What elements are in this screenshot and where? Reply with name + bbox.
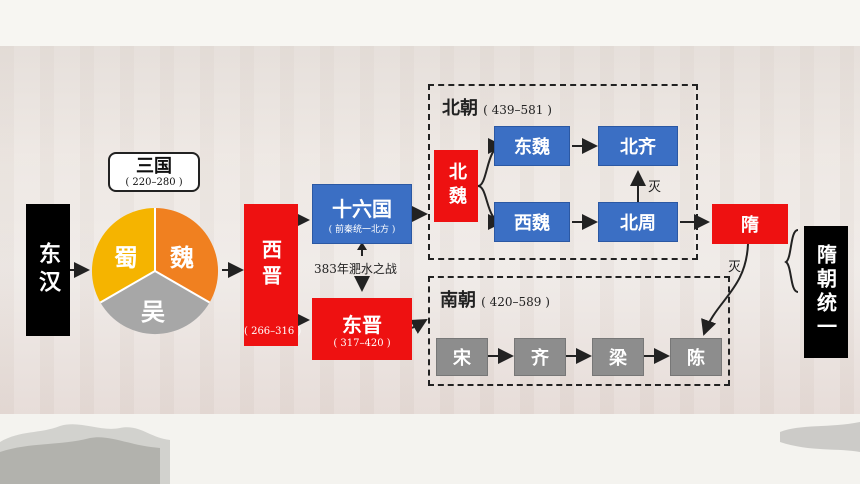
beichao-years: ( 439–581 ) xyxy=(483,103,552,117)
label-wei: 魏 xyxy=(170,243,194,272)
sanguo-pie xyxy=(91,207,219,335)
xijin-years: ( 266–316 ) xyxy=(244,326,302,337)
node-chen: 陈 xyxy=(670,338,722,376)
node-beiwei: 北魏 xyxy=(434,150,478,222)
node-beizhou: 北周 xyxy=(598,202,678,242)
beichao-label: 北朝 ( 439–581 ) xyxy=(442,94,552,120)
sanguo-title-text: 三国 xyxy=(136,155,172,177)
label-shu: 蜀 xyxy=(114,243,138,272)
shiliuguo-sub: ( 前秦统一北方 ) xyxy=(328,225,396,235)
sanguo-title: 三国 ( 220–280 ) xyxy=(108,152,200,192)
nanchao-label-text: 南朝 xyxy=(440,290,476,311)
nanchao-group xyxy=(428,276,730,386)
shiliuguo-text: 十六国 xyxy=(332,197,392,221)
beichao-group xyxy=(428,84,698,260)
node-liang: 梁 xyxy=(592,338,644,376)
label-wu: 吴 xyxy=(141,297,165,326)
mie-label-1: 灭 xyxy=(648,180,662,195)
node-shiliuguo: 十六国 ( 前秦统一北方 ) xyxy=(312,184,412,244)
dongjin-years: ( 317–420 ) xyxy=(333,338,391,349)
sanguo-years: ( 220–280 ) xyxy=(125,176,183,188)
nanchao-label: 南朝 ( 420–589 ) xyxy=(440,286,550,312)
node-beiqi: 北齐 xyxy=(598,126,678,166)
node-sui: 隋 xyxy=(712,204,788,244)
mie-label-2: 灭 xyxy=(728,260,742,275)
node-song: 宋 xyxy=(436,338,488,376)
pie-slice-wei xyxy=(155,207,219,303)
pie-slice-shu xyxy=(91,207,155,303)
node-dongwei: 东魏 xyxy=(494,126,570,166)
node-donghan: 东汉 xyxy=(26,204,70,336)
node-dongjin: 东晋 ( 317–420 ) xyxy=(312,298,412,360)
node-qi: 齐 xyxy=(514,338,566,376)
node-sui-unify: 隋朝统一 xyxy=(804,226,848,358)
node-xijin: 西晋 xyxy=(244,204,298,346)
feishui-label: 383年淝水之战 xyxy=(314,262,397,276)
node-xiwei: 西魏 xyxy=(494,202,570,242)
beichao-label-text: 北朝 xyxy=(442,98,478,119)
dongjin-text: 东晋 xyxy=(342,313,382,337)
nanchao-years: ( 420–589 ) xyxy=(481,295,550,309)
ink-mountain-decoration xyxy=(0,422,860,484)
